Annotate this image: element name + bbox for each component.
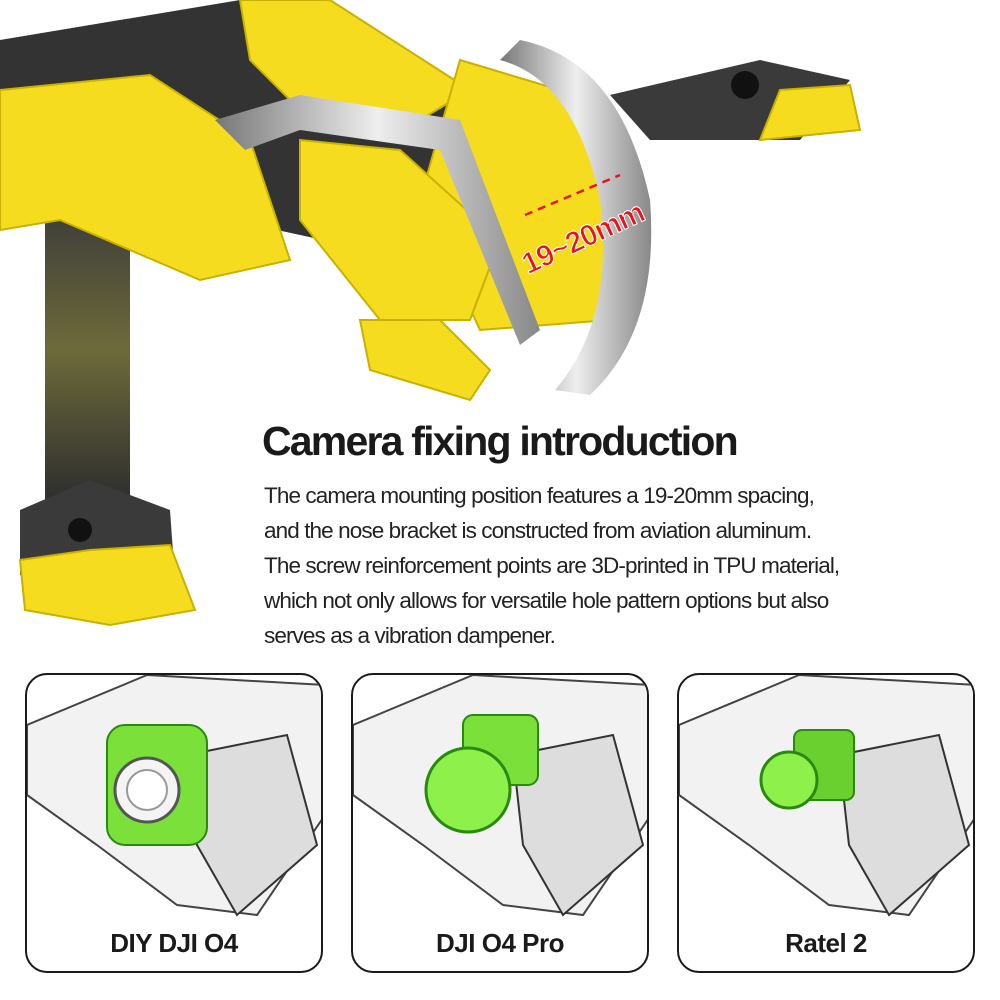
camera-mount-illustration (353, 675, 647, 917)
camera-mount-illustration (679, 675, 973, 917)
aluminum-nose-bracket (215, 40, 652, 395)
camera-option-card-dji-o4-pro: DJI O4 Pro (351, 673, 649, 973)
drone-frame-illustration (0, 0, 862, 627)
card-label: DJI O4 Pro (436, 928, 564, 958)
section-title: Camera fixing introduction (262, 418, 739, 464)
description-line: The camera mounting position features a … (264, 483, 815, 508)
description-line: and the nose bracket is constructed from… (264, 518, 812, 543)
description-line: The screw reinforcement points are 3D-pr… (264, 553, 840, 578)
description-line: serves as a vibration dampener. (264, 623, 556, 648)
tpu-parts (0, 0, 862, 627)
measurement-marker (524, 173, 621, 217)
description-line: which not only allows for versatile hole… (264, 588, 829, 613)
camera-option-card-diy-dji-o4: DIY DJI O4 (25, 673, 323, 973)
camera-option-card-ratel-2: Ratel 2 (677, 673, 975, 973)
description: The camera mounting position features a … (264, 478, 840, 653)
camera-mount-illustration (27, 675, 321, 917)
card-label: Ratel 2 (785, 928, 867, 958)
card-label: DIY DJI O4 (110, 928, 238, 958)
